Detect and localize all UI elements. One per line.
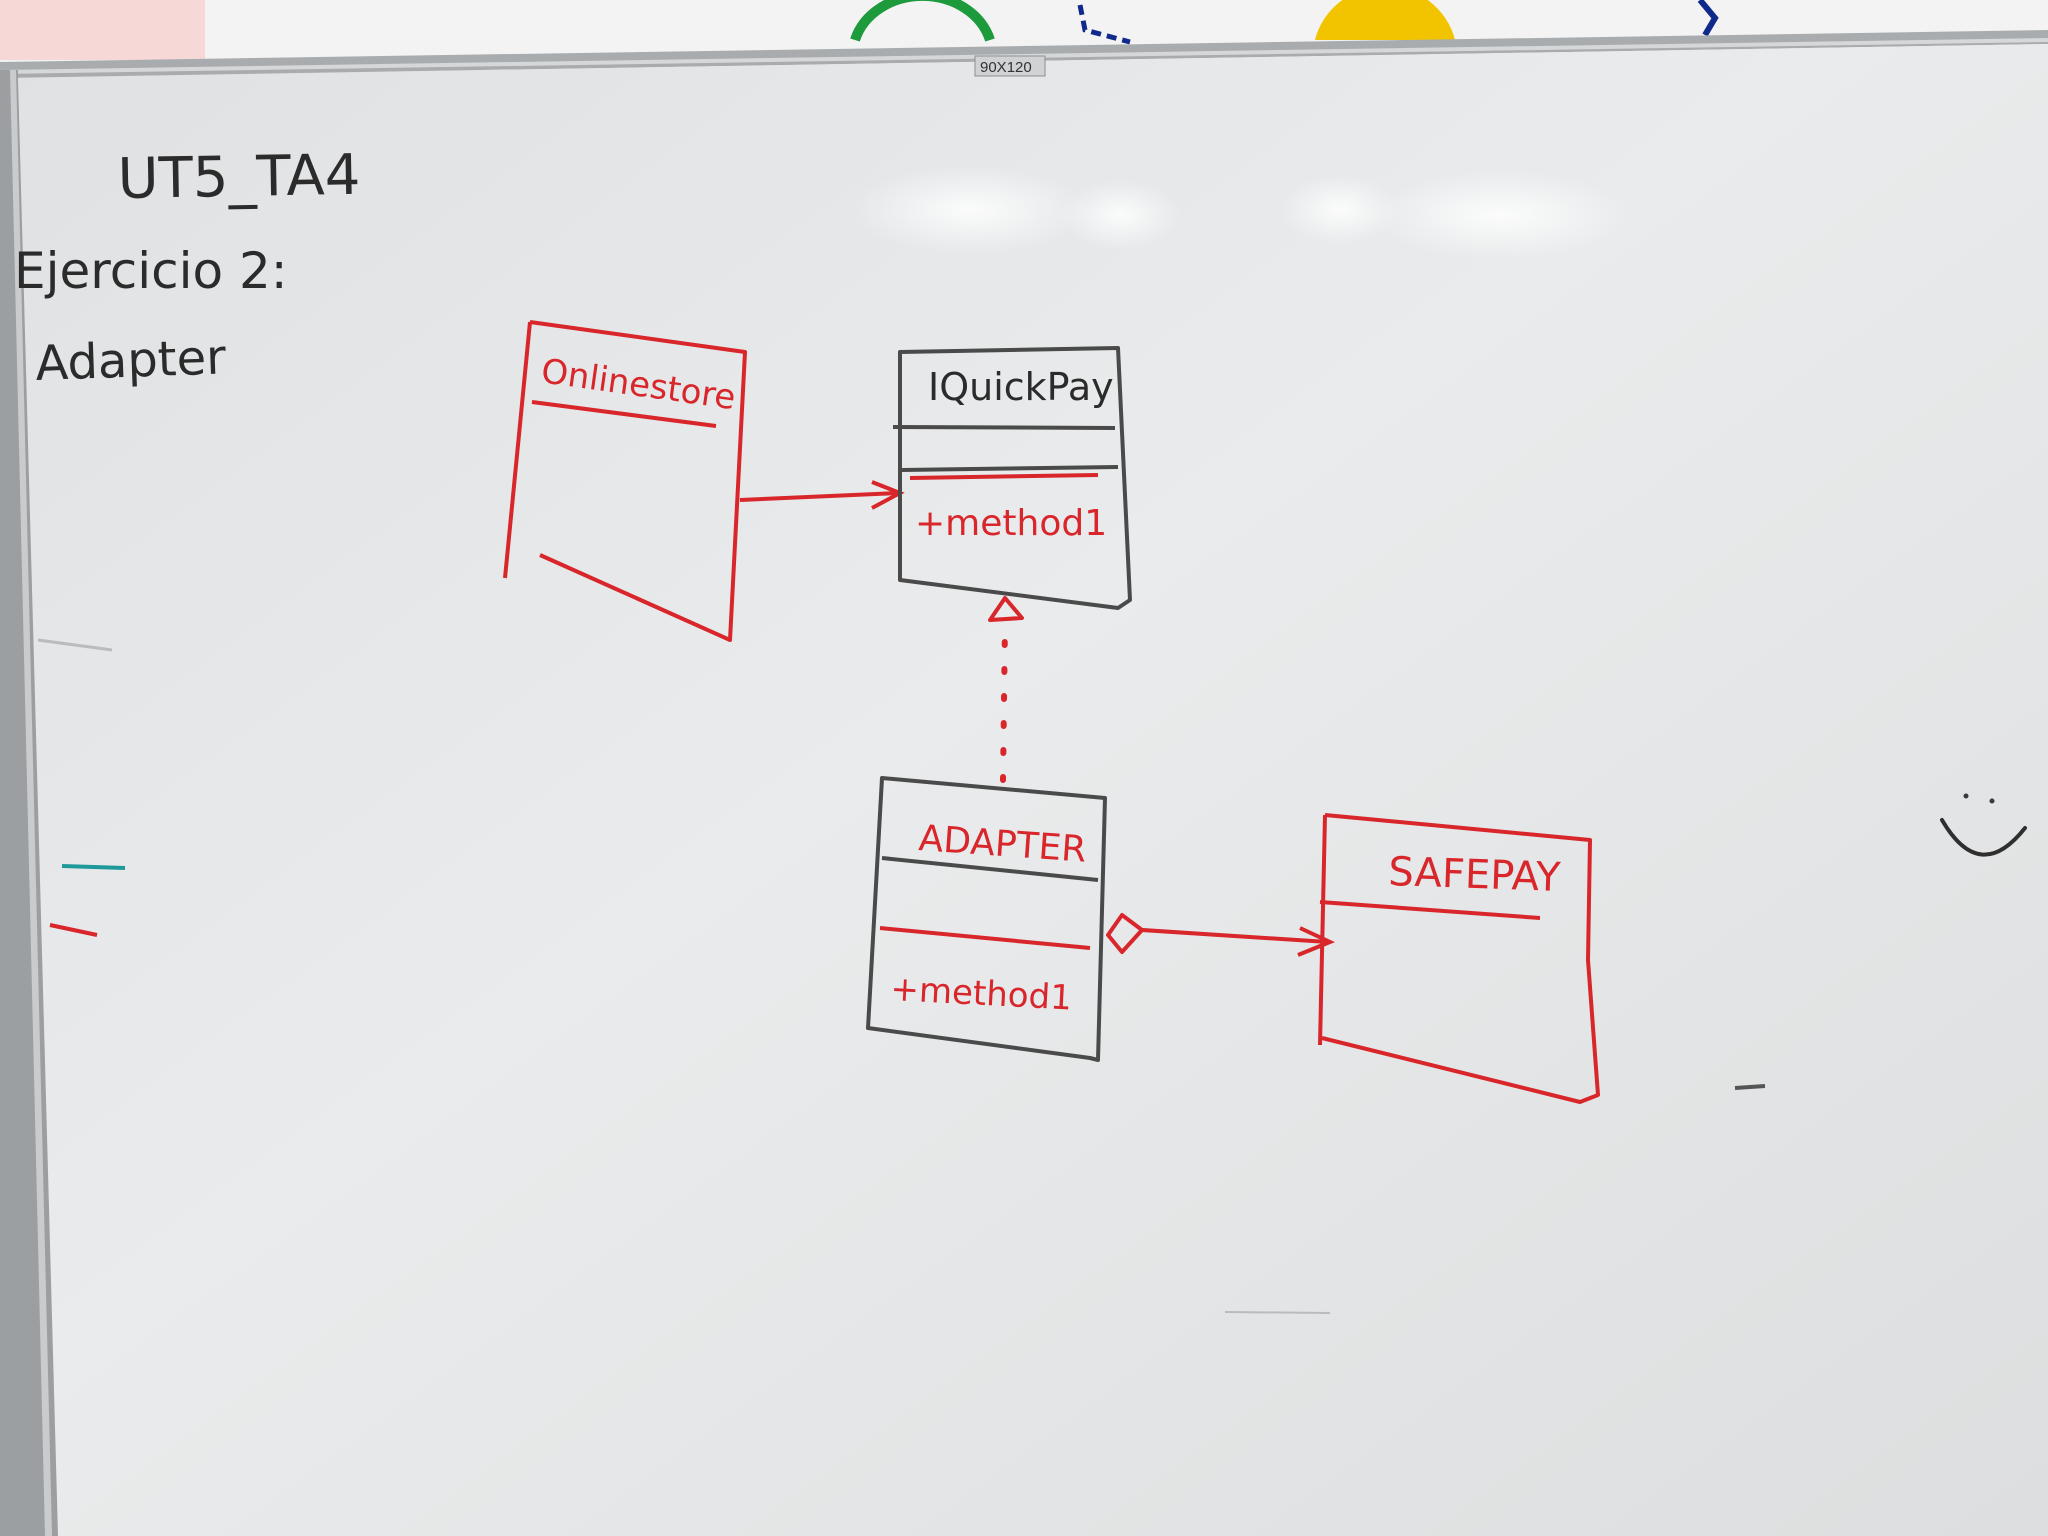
pattern-heading: Adapter [34,329,227,392]
light-glare [1370,170,1630,260]
wall-pink-patch [0,0,205,60]
board-left-rail-highlight [10,70,52,1536]
grey-marker-stroke [1734,1084,1766,1090]
smiley-doodle [1940,793,2027,857]
adaptee-class-name: SAFEPAY [1388,849,1562,901]
teal-marker-stroke [61,864,126,870]
target-interface-box: IQuickPay +method1 [892,346,1132,610]
light-glare [1280,175,1400,245]
exercise-heading: Ejercicio 2: [14,242,288,300]
board-title: UT5_TA4 [117,143,361,212]
realization-arrow [988,596,1024,783]
target-interface-name: IQuickPay [928,365,1114,409]
light-glare [1060,180,1180,250]
green-circle-decor [850,0,995,42]
adaptee-class-box: SAFEPAY [1318,813,1600,1104]
adapter-class-method: +method1 [890,969,1073,1018]
size-sticker-text: 90X120 [980,59,1032,76]
blue-arrow-decor [1077,4,1131,45]
aggregation-arrow [1106,913,1336,957]
yellow-circle-decor [1315,0,1455,40]
faint-marker-stroke [1224,1311,1331,1314]
size-sticker [974,55,1046,77]
target-interface-method: +method1 [915,503,1107,544]
adapter-class-box: ADAPTER +method1 [866,776,1107,1062]
blue-mark-decor [1697,0,1719,37]
faint-marker-stroke [37,638,113,652]
red-marker-stroke [49,923,98,937]
light-glare [850,165,1090,255]
